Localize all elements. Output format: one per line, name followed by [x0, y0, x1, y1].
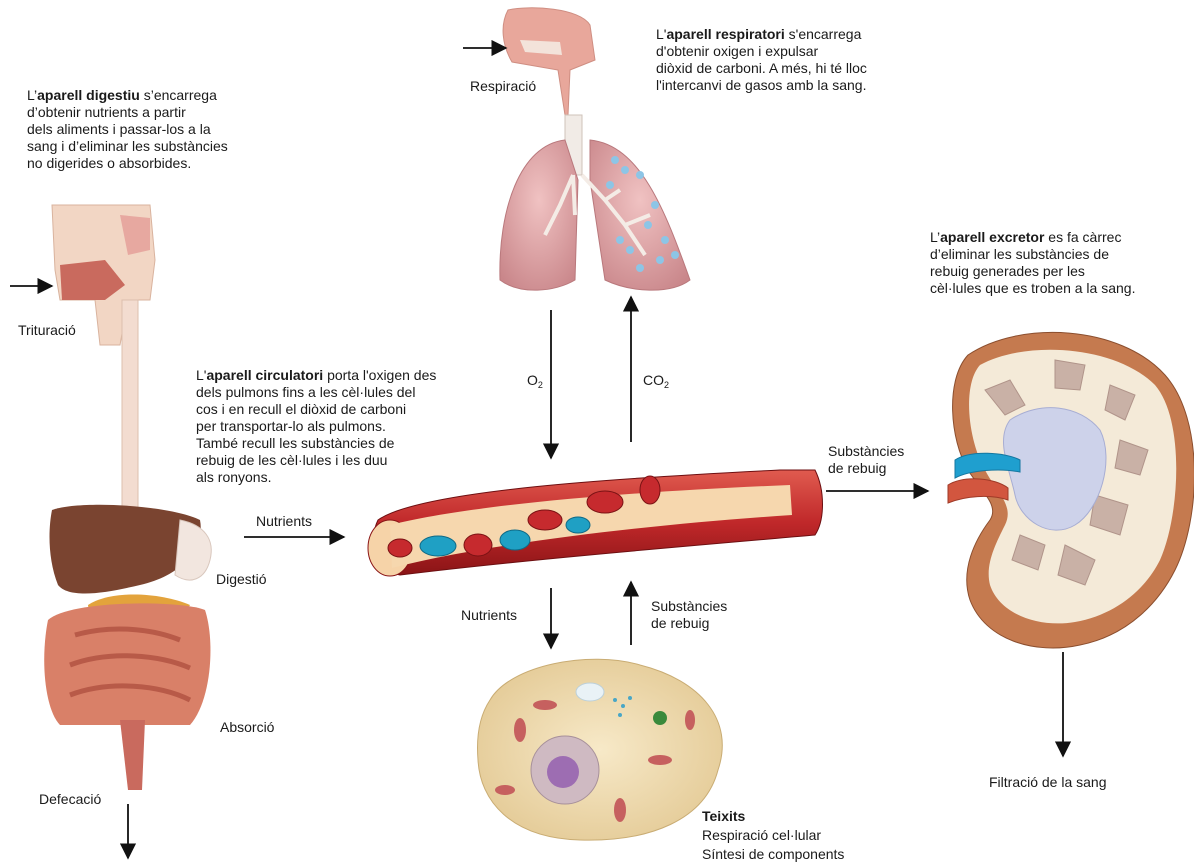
tissue-line-2: Síntesi de components	[702, 846, 844, 863]
label-defecacio: Defecació	[39, 791, 101, 808]
label-trituracio: Trituració	[18, 322, 76, 339]
label-o2: O2	[527, 372, 543, 394]
digestive-system-name: aparell digestiu	[37, 87, 140, 103]
label-nutrients-in: Nutrients	[256, 513, 312, 530]
label-respiracio: Respiració	[470, 78, 536, 95]
label-waste-from-tissue: Substàncies de rebuig	[651, 598, 727, 632]
respiratory-system-name: aparell respiratori	[666, 26, 784, 42]
excretory-prefix: L’	[930, 229, 940, 245]
excretory-system-name: aparell excretor	[940, 229, 1044, 245]
tissue-line-1: Respiració cel·lular	[702, 827, 821, 844]
circulatory-prefix: L'	[196, 367, 206, 383]
kidney-illustration	[948, 332, 1194, 648]
label-absorcio: Absorció	[220, 719, 274, 736]
o2-subscript: 2	[538, 380, 543, 390]
circulatory-system-name: aparell circulatori	[206, 367, 323, 383]
tissue-cell-illustration	[478, 659, 723, 840]
circulatory-desc-text: porta l'oxigen des dels pulmons fins a l…	[196, 367, 436, 485]
label-filtracio: Filtració de la sang	[989, 774, 1107, 791]
co2-subscript: 2	[664, 380, 669, 390]
circulatory-description: L'aparell circulatori porta l'oxigen des…	[196, 367, 436, 486]
label-waste-to-kidney: Substàncies de rebuig	[828, 443, 904, 477]
label-co2: CO2	[643, 372, 669, 394]
respiratory-prefix: L'	[656, 26, 666, 42]
o2-text: O	[527, 372, 538, 388]
respiratory-description: L'aparell respiratori s'encarrega d'obte…	[656, 26, 867, 94]
label-digestio: Digestió	[216, 571, 267, 588]
digestive-system-illustration	[44, 205, 211, 790]
digestive-prefix: L’	[27, 87, 37, 103]
tissue-title: Teixits	[702, 808, 745, 825]
excretory-description: L’aparell excretor es fa càrrec d’elimin…	[930, 229, 1135, 297]
co2-text: CO	[643, 372, 664, 388]
label-nutrients-to-tissue: Nutrients	[461, 607, 517, 624]
digestive-description: L’aparell digestiu s’encarrega d’obtenir…	[27, 87, 228, 172]
